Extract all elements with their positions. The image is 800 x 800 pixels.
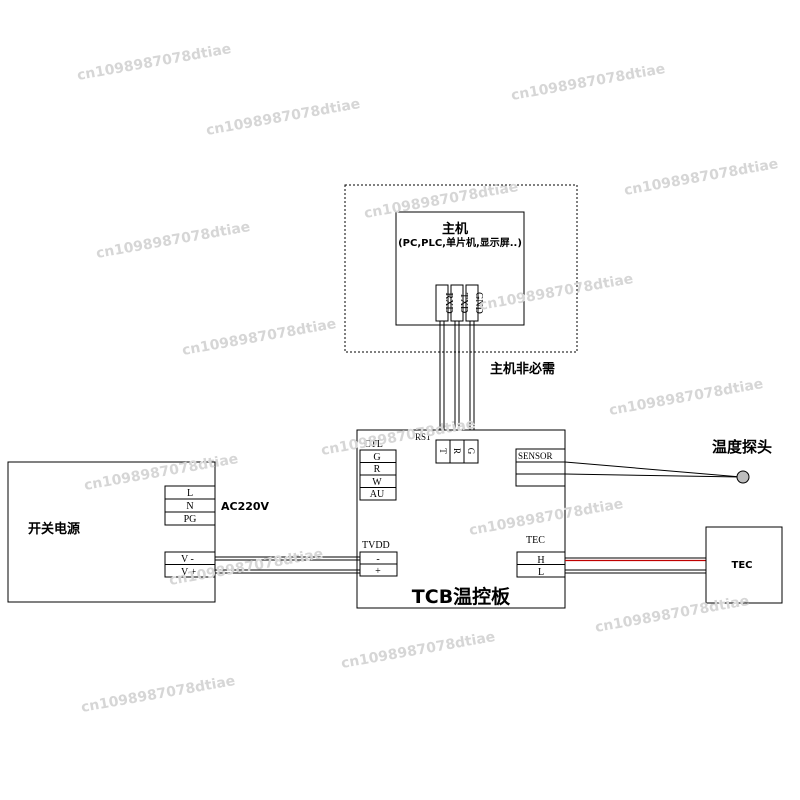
watermark-text: cn1098987078dtiae — [205, 96, 362, 139]
host-section: 主机 (PC,PLC,单片机,显示屏..) RXD TXD GND 主机非必需 — [344, 184, 578, 377]
host-pin-txd: TXD — [458, 293, 469, 314]
host-title: 主机 — [442, 221, 468, 237]
ac-input-connector — [164, 485, 216, 526]
tec-module: TEC — [565, 526, 783, 604]
sensor-connector — [515, 448, 566, 487]
ac-input-label: AC220V — [221, 500, 270, 513]
rs1-label: RS1 — [415, 432, 431, 442]
power-supply-title: 开关电源 — [28, 521, 80, 537]
ac-pin-pg: PG — [184, 514, 197, 525]
rs1-pin-r: R — [452, 448, 462, 454]
watermark-text: cn1098987078dtiae — [181, 316, 338, 359]
probe-label: 温度探头 — [712, 438, 772, 456]
dc-pin-v-plus: V + — [181, 567, 197, 578]
tvdd-pin-plus: + — [375, 566, 381, 577]
watermark-layer: cn1098987078dtiae cn1098987078dtiae cn10… — [76, 41, 780, 716]
probe-tip-icon — [736, 470, 750, 484]
ctl-pin-w: W — [372, 477, 382, 488]
tec-pin-l: L — [538, 567, 544, 578]
tec-module-box — [705, 526, 783, 604]
watermark-text: cn1098987078dtiae — [80, 673, 237, 716]
ac-pin-n: N — [186, 501, 193, 512]
host-optional-dashed-frame — [344, 184, 578, 353]
ctl-connector — [359, 449, 397, 501]
tec-module-label: TEC — [732, 560, 753, 571]
host-subtitle: (PC,PLC,单片机,显示屏..) — [398, 236, 522, 249]
tcb-board-title: TCB温控板 — [412, 585, 511, 608]
watermark-text: cn1098987078dtiae — [594, 593, 751, 636]
watermark-text: cn1098987078dtiae — [95, 219, 252, 262]
power-wires — [215, 556, 360, 574]
ctl-pin-au: AU — [370, 489, 385, 500]
host-pin-rxd: RXD — [443, 292, 454, 313]
watermark-text: cn1098987078dtiae — [623, 156, 780, 199]
rs1-pin-g: G — [466, 448, 476, 455]
host-pin-txd-box — [450, 284, 464, 322]
ac-pin-l: L — [187, 488, 193, 499]
tec-pin-h: H — [537, 555, 544, 566]
power-supply-box — [7, 461, 216, 603]
watermark-text: cn1098987078dtiae — [340, 629, 497, 672]
dc-pin-v-minus: V - — [181, 554, 194, 565]
power-supply: 开关电源 L N PG AC220V V - V + — [7, 461, 270, 603]
tvdd-pin-minus: - — [376, 554, 379, 565]
host-pin-gnd: GND — [473, 292, 484, 314]
tvdd-label: TVDD — [362, 540, 390, 551]
watermark-text: cn1098987078dtiae — [608, 376, 765, 419]
tec-connector-label: TEC — [526, 535, 545, 546]
ctl-pin-g: G — [373, 452, 380, 463]
host-pin-gnd-box — [465, 284, 479, 322]
watermark-text: cn1098987078dtiae — [510, 61, 667, 104]
rs1-wires — [439, 321, 475, 440]
ctl-label: CTL — [364, 439, 383, 450]
host-optional-note: 主机非必需 — [490, 361, 555, 377]
host-pin-rxd-box — [435, 284, 449, 322]
rs1-pin-t: T — [438, 448, 448, 454]
tcb-board: TCB温控板 CTL G R W AU RS1 T R G SENSOR TVD… — [356, 429, 566, 609]
ctl-pin-r: R — [374, 464, 381, 475]
sensor-label: SENSOR — [518, 451, 553, 461]
temperature-probe: 温度探头 — [564, 438, 772, 484]
rs1-connector — [435, 439, 479, 464]
watermark-text: cn1098987078dtiae — [76, 41, 233, 84]
